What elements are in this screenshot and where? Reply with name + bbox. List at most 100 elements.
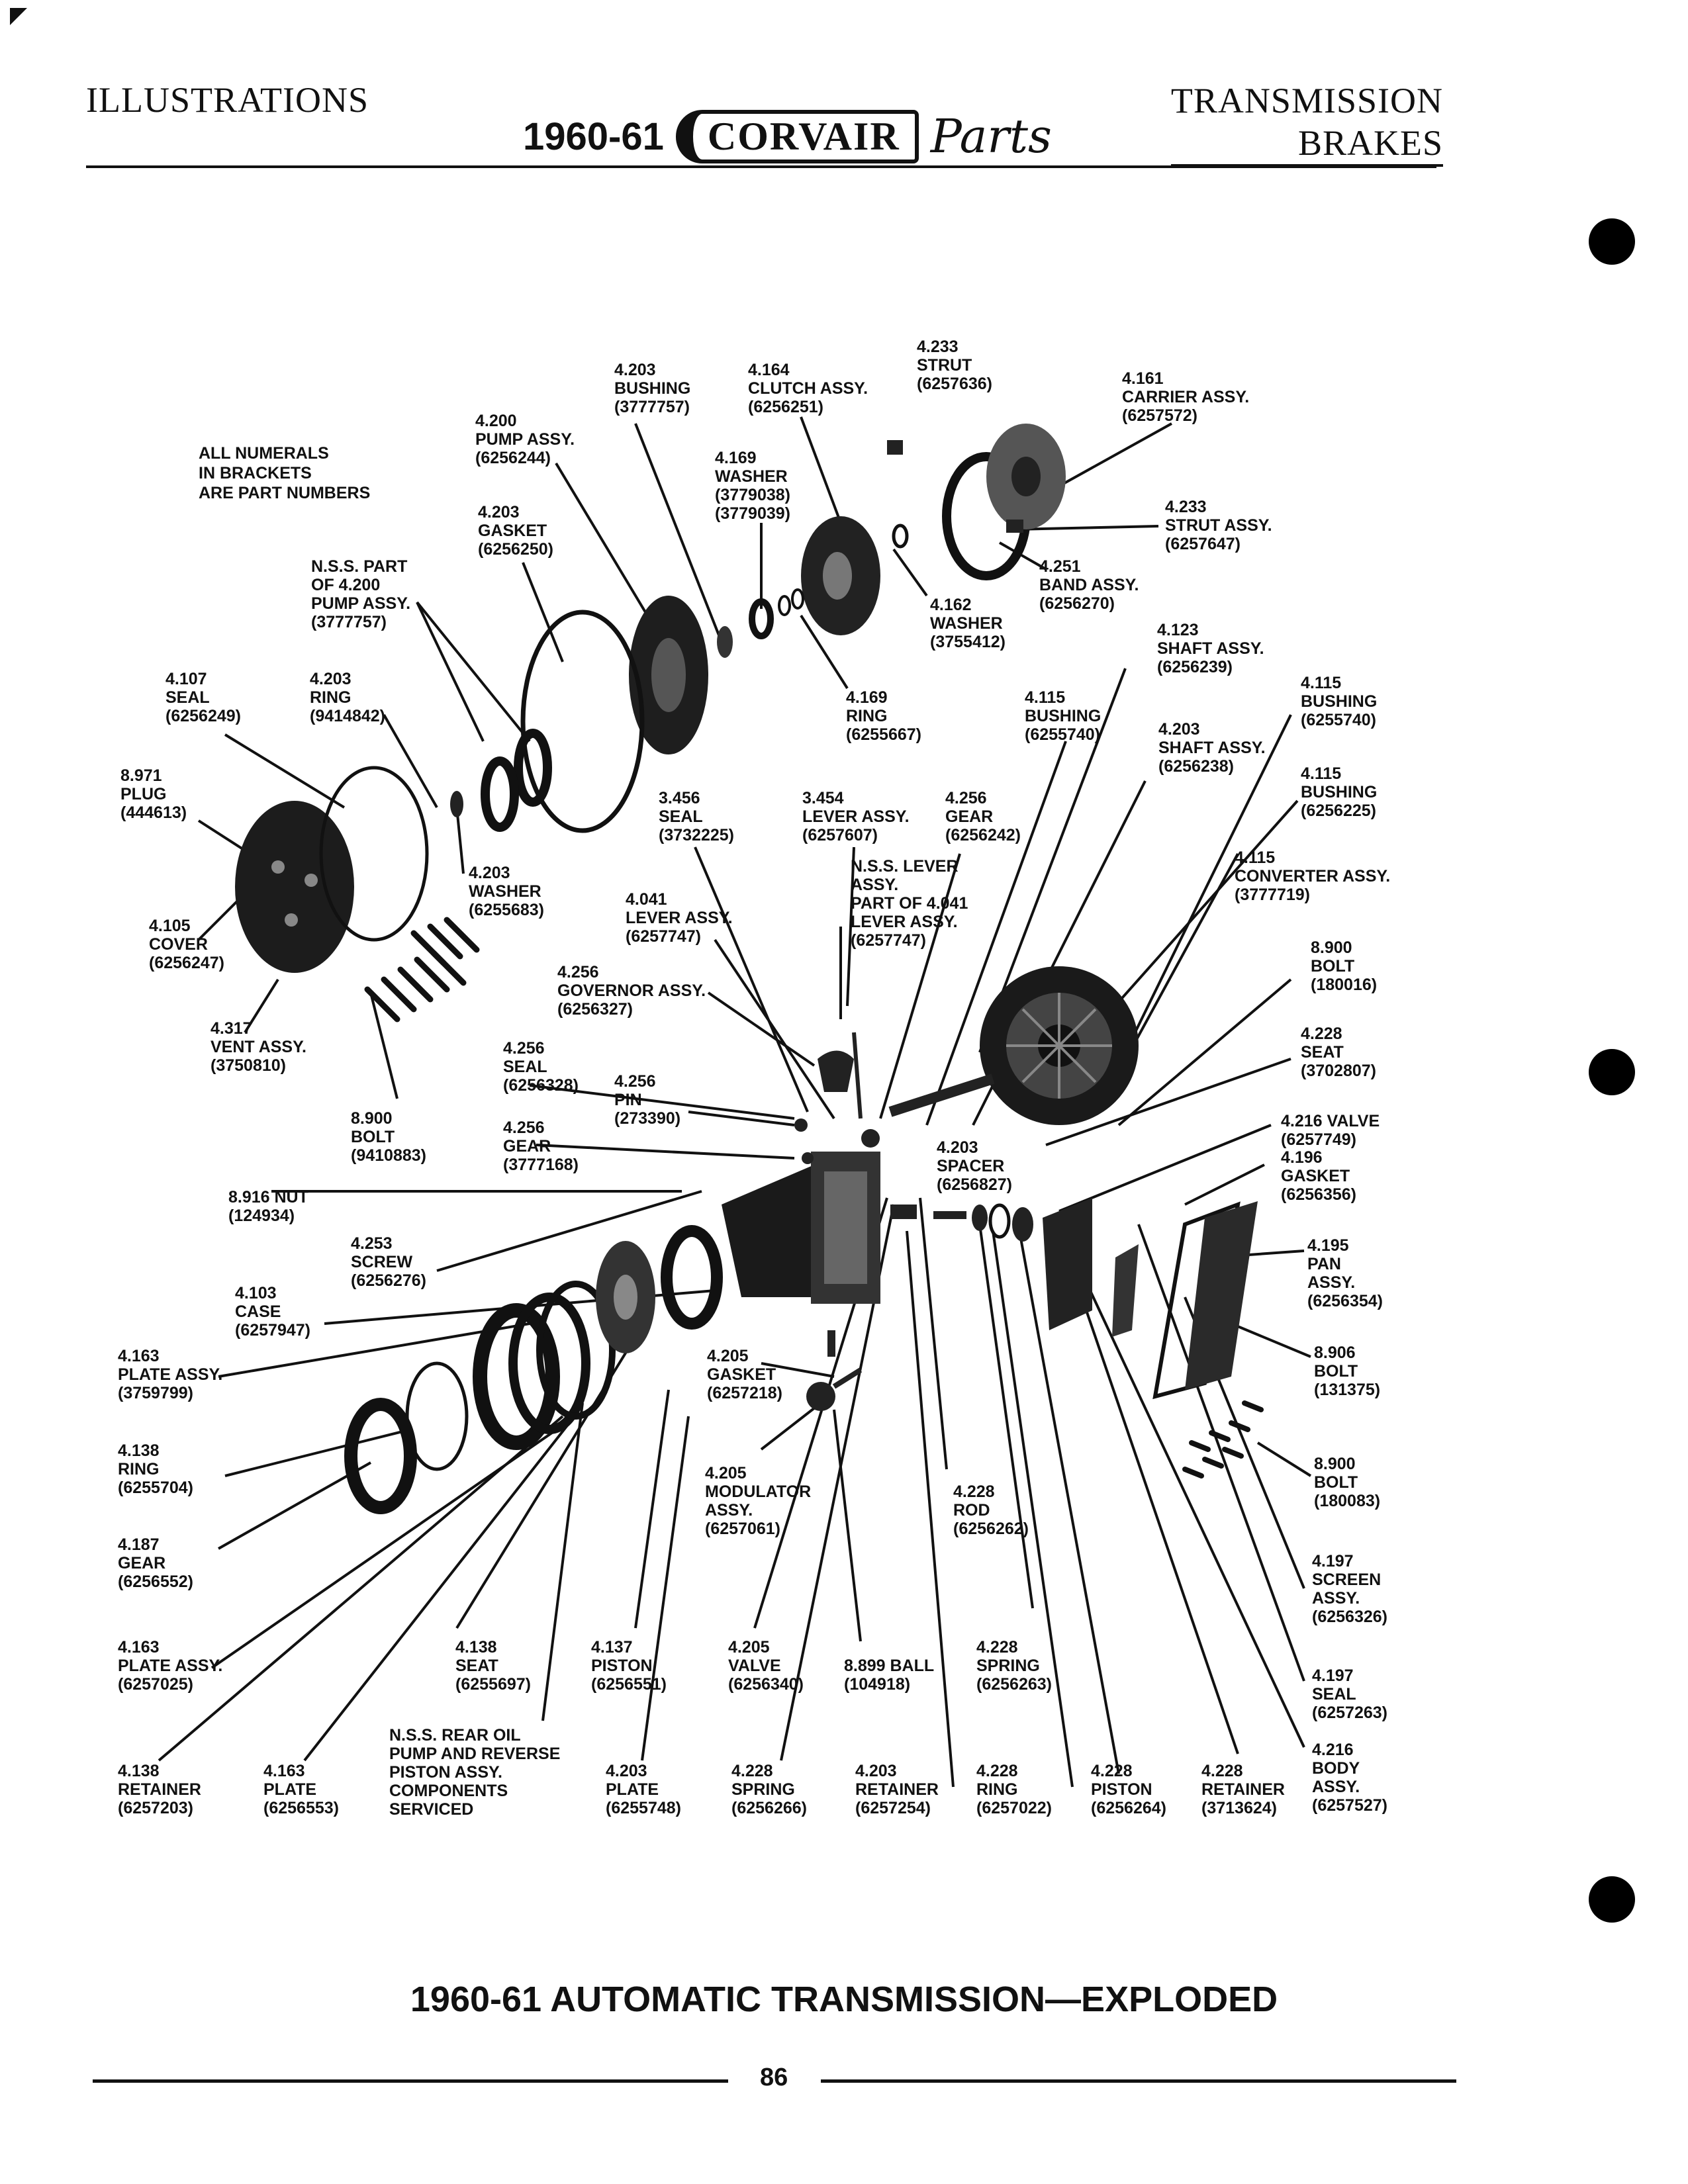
label-screen-4197: 4.197 SCREEN ASSY. (6256326) bbox=[1312, 1552, 1387, 1626]
label-ring-4203: 4.203 RING (9414842) bbox=[310, 670, 385, 725]
page-number: 86 bbox=[760, 2064, 788, 2091]
modulator-valve bbox=[806, 1330, 863, 1411]
label-ring-4138: 4.138 RING (6255704) bbox=[118, 1441, 193, 1497]
footer-rule-right bbox=[821, 2079, 1456, 2083]
category-line-2: BRAKES bbox=[1170, 122, 1443, 167]
label-plug-8971: 8.971 PLUG (444613) bbox=[120, 766, 187, 822]
label-seal-4107: 4.107 SEAL (6256249) bbox=[165, 670, 241, 725]
label-plate-4163-c: 4.163 PLATE (6256553) bbox=[263, 1762, 339, 1817]
label-bushing-4203: 4.203 BUSHING (3777757) bbox=[614, 361, 691, 416]
label-valve-4216: 4.216 VALVE (6257749) bbox=[1281, 1112, 1380, 1149]
label-bolt-8906: 8.906 BOLT (131375) bbox=[1314, 1343, 1381, 1399]
label-ring-4169: 4.169 RING (6255667) bbox=[846, 688, 921, 744]
label-gasket-4196: 4.196 GASKET (6256356) bbox=[1281, 1148, 1356, 1204]
label-pin-4256: 4.256 PIN (273390) bbox=[614, 1072, 681, 1128]
label-ring-4228: 4.228 RING (6257022) bbox=[976, 1762, 1052, 1817]
label-nss-lever: N.S.S. LEVER ASSY. PART OF 4.041 LEVER A… bbox=[851, 857, 968, 950]
logo-script: Parts bbox=[930, 109, 1052, 163]
label-plate-4203: 4.203 PLATE (6255748) bbox=[606, 1762, 681, 1817]
part-number-note: ALL NUMERALS IN BRACKETS ARE PART NUMBER… bbox=[199, 444, 371, 502]
label-rod-4228: 4.228 ROD (6256262) bbox=[953, 1482, 1029, 1538]
label-plate-4163-b: 4.163 PLATE ASSY. (6257025) bbox=[118, 1638, 223, 1694]
label-piston-4137: 4.137 PISTON (6256551) bbox=[591, 1638, 667, 1694]
corner-mark bbox=[10, 8, 27, 25]
category-line-1: TRANSMISSION bbox=[1170, 81, 1443, 120]
label-washer-4203: 4.203 WASHER (6255683) bbox=[469, 864, 544, 919]
binder-hole bbox=[1589, 1049, 1635, 1095]
label-clutch-4164: 4.164 CLUTCH ASSY. (6256251) bbox=[748, 361, 868, 416]
label-seal-3456: 3.456 SEAL (3732225) bbox=[659, 789, 734, 844]
label-gasket-4203: 4.203 GASKET (6256250) bbox=[478, 503, 553, 559]
label-body-4216: 4.216 BODY ASSY. (6257527) bbox=[1312, 1741, 1387, 1815]
bolts-group-b bbox=[1182, 1400, 1264, 1479]
bolts-group-a bbox=[364, 917, 480, 1023]
label-nut-8916: 8.916 NUT (124934) bbox=[228, 1188, 308, 1225]
label-band-4251: 4.251 BAND ASSY. (6256270) bbox=[1039, 557, 1139, 613]
label-gear-4256: 4.256 GEAR (6256242) bbox=[945, 789, 1021, 844]
valve-body-pan bbox=[1043, 1198, 1258, 1400]
label-piston-4228: 4.228 PISTON (6256264) bbox=[1091, 1762, 1166, 1817]
label-retainer-4203: 4.203 RETAINER (6257254) bbox=[855, 1762, 939, 1817]
case-assembly bbox=[722, 1152, 880, 1304]
label-bushing-4115-a: 4.115 BUSHING (6255740) bbox=[1025, 688, 1102, 744]
label-cover-4105: 4.105 COVER (6256247) bbox=[149, 917, 224, 972]
label-spring-4228-b: 4.228 SPRING (6256266) bbox=[731, 1762, 807, 1817]
label-gear-4256-b: 4.256 GEAR (3777168) bbox=[503, 1118, 579, 1174]
label-strut-assy-4233: 4.233 STRUT ASSY. (6257647) bbox=[1165, 498, 1272, 553]
label-lever-4041: 4.041 LEVER ASSY. (6257747) bbox=[626, 890, 733, 946]
label-pan-4195: 4.195 PAN ASSY. (6256354) bbox=[1307, 1236, 1383, 1310]
corvair-parts-logo: 1960-61 CORVAIR Parts bbox=[523, 109, 1052, 163]
label-carrier-4161: 4.161 CARRIER ASSY. (6257572) bbox=[1122, 369, 1250, 425]
section-title: ILLUSTRATIONS bbox=[86, 80, 369, 120]
header-rule bbox=[86, 165, 1436, 168]
label-vent-4317: 4.317 VENT ASSY. (3750810) bbox=[211, 1019, 306, 1075]
binder-hole bbox=[1589, 218, 1635, 265]
section-category: TRANSMISSION BRAKES bbox=[1170, 79, 1443, 167]
label-strut-4233: 4.233 STRUT (6257636) bbox=[917, 338, 992, 393]
binder-hole bbox=[1589, 1876, 1635, 1923]
governor-seal-gear bbox=[794, 1032, 995, 1164]
label-spacer-4203: 4.203 SPACER (6256827) bbox=[937, 1138, 1012, 1194]
label-bolt-8900-b: 8.900 BOLT (9410883) bbox=[351, 1109, 426, 1165]
label-bushing-4115-b: 4.115 BUSHING (6255740) bbox=[1301, 674, 1378, 729]
front-pump-assembly bbox=[481, 596, 774, 833]
logo-year: 1960-61 bbox=[523, 114, 664, 158]
label-case-4103: 4.103 CASE (6257947) bbox=[235, 1284, 310, 1340]
label-nss-pump: N.S.S. PART OF 4.200 PUMP ASSY. (3777757… bbox=[311, 557, 411, 631]
clutch-carrier-band bbox=[778, 424, 1066, 635]
figure-title: 1960-61 AUTOMATIC TRANSMISSION—EXPLODED bbox=[410, 1979, 1278, 2019]
label-seal-4197: 4.197 SEAL (6257263) bbox=[1312, 1666, 1387, 1722]
label-pump-4200: 4.200 PUMP ASSY. (6256244) bbox=[475, 412, 575, 467]
label-valve-4205: 4.205 VALVE (6256340) bbox=[728, 1638, 804, 1694]
transmission-parts bbox=[235, 424, 1264, 1514]
label-lever-3454: 3.454 LEVER ASSY. (6257607) bbox=[802, 789, 910, 844]
label-screw-4253: 4.253 SCREW (6256276) bbox=[351, 1234, 426, 1290]
label-nss-rear: N.S.S. REAR OIL PUMP AND REVERSE PISTON … bbox=[389, 1726, 561, 1819]
footer-rule-left bbox=[93, 2079, 728, 2083]
label-plate-4163-a: 4.163 PLATE ASSY. (3759799) bbox=[118, 1347, 223, 1402]
label-bushing-4115-c: 4.115 BUSHING (6256225) bbox=[1301, 764, 1378, 820]
label-ball-8899: 8.899 BALL (104918) bbox=[844, 1657, 935, 1694]
label-modulator-4205: 4.205 MODULATOR ASSY. (6257061) bbox=[705, 1464, 812, 1538]
label-retainer-4228: 4.228 RETAINER (3713624) bbox=[1201, 1762, 1285, 1817]
label-bolt-8900-c: 8.900 BOLT (180083) bbox=[1314, 1455, 1381, 1510]
label-bolt-8900-a: 8.900 BOLT (180016) bbox=[1311, 938, 1378, 994]
label-seal-4256: 4.256 SEAL (6256328) bbox=[503, 1039, 579, 1095]
rear-pump-clutch-stack bbox=[344, 1225, 723, 1514]
label-gear-4187: 4.187 GEAR (6256552) bbox=[118, 1535, 193, 1591]
accumulator-parts bbox=[890, 1203, 1033, 1242]
label-shaft-4203: 4.203 SHAFT ASSY. (6256238) bbox=[1158, 720, 1266, 776]
label-seat-4228: 4.228 SEAT (3702807) bbox=[1301, 1024, 1376, 1080]
label-gasket-4205: 4.205 GASKET (6257218) bbox=[707, 1347, 782, 1402]
label-spring-4228: 4.228 SPRING (6256263) bbox=[976, 1638, 1052, 1694]
label-converter-4115: 4.115 CONVERTER ASSY. (3777719) bbox=[1235, 848, 1391, 904]
label-retainer-4138: 4.138 RETAINER (6257203) bbox=[118, 1762, 201, 1817]
cover-seal bbox=[235, 766, 463, 973]
label-seat-4138: 4.138 SEAT (6255697) bbox=[455, 1638, 531, 1694]
converter-assembly bbox=[980, 966, 1139, 1125]
label-washer-4169: 4.169 WASHER (3779038) (3779039) bbox=[715, 449, 790, 523]
label-shaft-4123: 4.123 SHAFT ASSY. (6256239) bbox=[1157, 621, 1264, 676]
label-washer-4162: 4.162 WASHER (3755412) bbox=[930, 596, 1006, 651]
label-governor-4256: 4.256 GOVERNOR ASSY. (6256327) bbox=[557, 963, 706, 1019]
